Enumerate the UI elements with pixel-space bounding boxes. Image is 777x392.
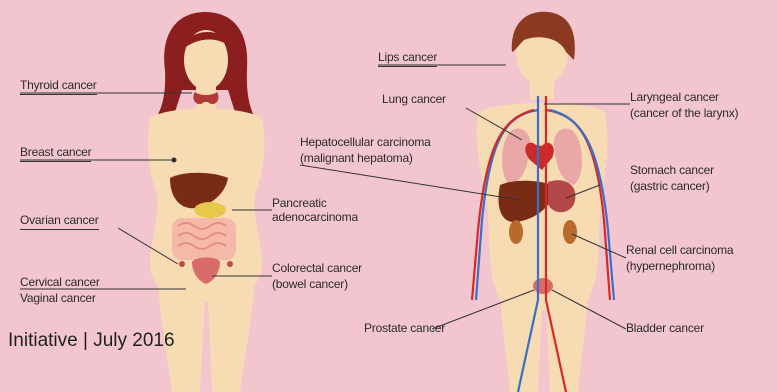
label-laryngeal-line1: Laryngeal cancer (630, 90, 719, 105)
label-breast-cancer: Breast cancer (20, 145, 91, 162)
label-bladder-cancer: Bladder cancer (626, 321, 704, 336)
label-lips-cancer: Lips cancer (378, 50, 437, 67)
ovary-right (227, 261, 233, 267)
label-thyroid-cancer: Thyroid cancer (20, 78, 97, 95)
ovary-left (179, 261, 185, 267)
footer-caption: Initiative | July 2016 (8, 330, 175, 352)
label-stomach-line2: (gastric cancer) (630, 179, 710, 194)
label-renal-line2: (hypernephroma) (626, 259, 715, 274)
male-neck (530, 82, 554, 100)
label-renal-line1: Renal cell carcinoma (626, 243, 733, 258)
label-hepatocellular-line2: (malignant hepatoma) (300, 151, 413, 166)
label-colorectal-line1: Colorectal cancer (272, 261, 362, 276)
label-prostate-cancer: Prostate cancer (364, 321, 445, 336)
label-colorectal-line2: (bowel cancer) (272, 277, 348, 292)
male-figure (300, 12, 630, 392)
label-laryngeal-line2: (cancer of the larynx) (630, 106, 738, 121)
label-lung-cancer: Lung cancer (382, 92, 446, 107)
label-pancreatic-line1: Pancreatic (272, 196, 327, 211)
kidney-left (509, 220, 523, 244)
intestines (172, 218, 236, 260)
breast-marker (172, 158, 177, 163)
label-ovarian-cancer: Ovarian cancer (20, 213, 99, 230)
label-cervical-cancer: Cervical cancer (20, 275, 100, 290)
bladder-organ (533, 278, 553, 294)
label-stomach-line1: Stomach cancer (630, 163, 714, 178)
label-hepatocellular-line1: Hepatocellular carcinoma (300, 135, 431, 150)
label-pancreatic-line2: adenocarcinoma (272, 210, 358, 225)
male-legs (500, 292, 588, 392)
pancreas-organ (194, 202, 226, 218)
label-vaginal-cancer: Vaginal cancer (20, 291, 96, 306)
kidney-right (563, 220, 577, 244)
